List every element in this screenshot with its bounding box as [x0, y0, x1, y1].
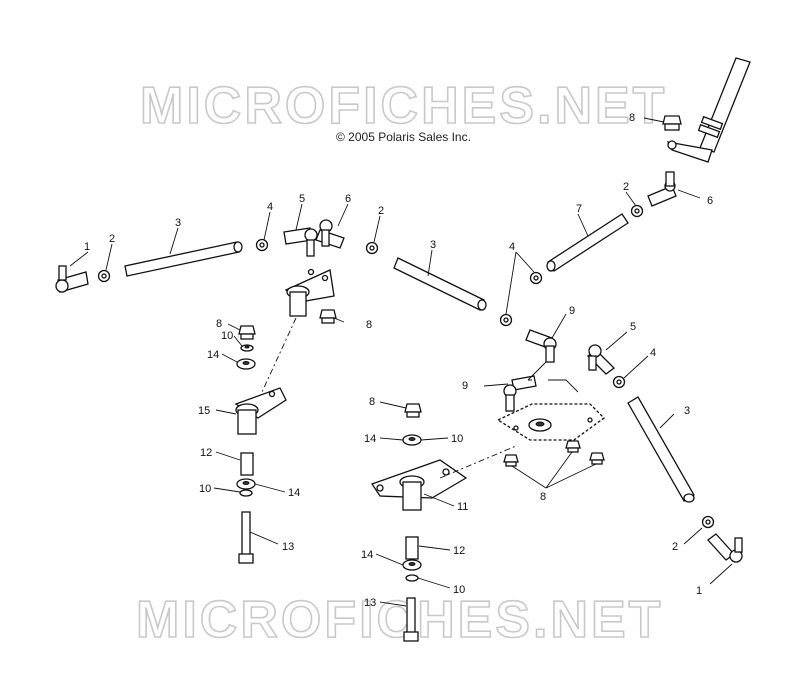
callout-4-right: 4: [650, 347, 656, 359]
nut-8-plate-b: [565, 440, 581, 453]
callout-3-left: 3: [175, 217, 181, 229]
callout-2-right-bottom: 2: [672, 541, 678, 553]
callout-8-center: 8: [369, 396, 375, 408]
callout-3-center: 3: [430, 239, 436, 251]
washer-10-left-top: [240, 344, 254, 352]
idler-arm-15: [234, 387, 287, 435]
tie-rod-end-6-right: [647, 171, 677, 207]
idler-plate-right: [496, 403, 605, 441]
callout-12-center: 12: [453, 545, 465, 557]
washer-10-center: [405, 574, 419, 582]
callout-14-center-top: 14: [364, 433, 376, 445]
callout-8-left: 8: [216, 318, 222, 330]
callout-10-left-bottom: 10: [199, 483, 211, 495]
callout-4-center: 4: [509, 241, 515, 253]
callout-7: 7: [576, 203, 582, 215]
callouts: 1 2 3 4 5 6 2 3 4 7 2 6 8 8 9 9 5 4 3 2 …: [84, 112, 713, 609]
callout-6-left: 6: [345, 193, 351, 205]
callout-14-left-bottom: 14: [288, 487, 300, 499]
tie-rod-end-9-lower: [503, 375, 537, 412]
jam-nut-4-upper: [529, 271, 543, 285]
nut-8-left: [238, 325, 256, 340]
tie-rod-left: [124, 241, 243, 277]
callout-2-left: 2: [109, 233, 115, 245]
callout-10-center-top: 10: [451, 433, 463, 445]
callout-9-lower: 9: [462, 380, 468, 392]
callout-14-left-top: 14: [207, 349, 219, 361]
tie-rod-end-1-left: [55, 265, 89, 293]
bushing-14-left-top: [236, 358, 256, 370]
callout-4-left: 4: [267, 201, 273, 213]
callout-2-right-top: 2: [623, 181, 629, 193]
centerline-left: [261, 317, 297, 393]
callout-14-center-bottom: 14: [361, 549, 373, 561]
jam-nut-2-left: [97, 269, 111, 283]
nut-8-plate-c: [589, 452, 605, 465]
bolt-13-center: [403, 597, 419, 642]
steering-column: [666, 57, 751, 163]
callout-12-left: 12: [200, 447, 212, 459]
washer-10-left-bottom: [239, 489, 253, 497]
idler-arm-upper-left: [284, 268, 335, 317]
tie-rod-end-5-left: [283, 227, 318, 257]
jam-nut-2-center: [365, 241, 379, 255]
callout-1-right: 1: [696, 585, 702, 597]
watermark-bottom: MICROFICHES.NET: [136, 591, 663, 649]
pitman-arm-11: [370, 459, 468, 511]
callout-11: 11: [457, 501, 468, 513]
callout-13-center: 13: [364, 597, 376, 609]
tie-rod-end-6-left: [315, 219, 345, 249]
jam-nut-4-left: [255, 238, 269, 252]
nut-8-top-right: [662, 115, 682, 131]
watermark-top: MICROFICHES.NET: [140, 77, 667, 135]
callout-15: 15: [198, 405, 210, 417]
tie-rod-end-1-right: [707, 533, 743, 563]
tie-rod-center: [393, 257, 487, 311]
callout-9-upper: 9: [569, 305, 575, 317]
rod-7: [546, 213, 629, 272]
callout-10-left-top: 10: [221, 330, 233, 342]
callout-8-top-right: 8: [629, 112, 635, 124]
jam-nut-2-right-bottom: [701, 515, 715, 529]
nut-8-center: [404, 403, 422, 418]
bolt-13-left: [238, 511, 254, 564]
callout-1-left: 1: [84, 241, 90, 253]
jam-nut-4-center: [499, 313, 513, 327]
nut-8-upper-left: [319, 309, 337, 324]
jam-nut-2-right-top: [630, 204, 644, 218]
copyright-notice: © 2005 Polaris Sales Inc.: [336, 130, 471, 144]
callout-8-plate: 8: [540, 491, 546, 503]
tie-rod-end-9-upper: [525, 329, 557, 363]
callout-10-center-bottom: 10: [453, 584, 465, 596]
callout-2-center: 2: [378, 205, 384, 217]
tie-rod-end-5-right: [587, 344, 615, 375]
leader-lines: [69, 117, 733, 607]
nut-8-plate-a: [503, 454, 519, 467]
callout-5-right: 5: [630, 321, 636, 333]
bushing-14-center-bottom: [402, 559, 422, 571]
tie-rod-right: [627, 396, 695, 503]
callout-3-right: 3: [684, 405, 690, 417]
callout-13-left: 13: [282, 541, 294, 553]
callout-5-left: 5: [299, 193, 305, 205]
bushing-14-left-bottom: [236, 478, 256, 490]
callout-8-upper-left: 8: [366, 319, 372, 331]
callout-6-right: 6: [707, 195, 713, 207]
spacer-12-left: [240, 452, 254, 476]
spacer-12-center: [405, 536, 419, 560]
jam-nut-4-right: [612, 375, 626, 389]
bushing-14-center-top: [402, 434, 422, 446]
